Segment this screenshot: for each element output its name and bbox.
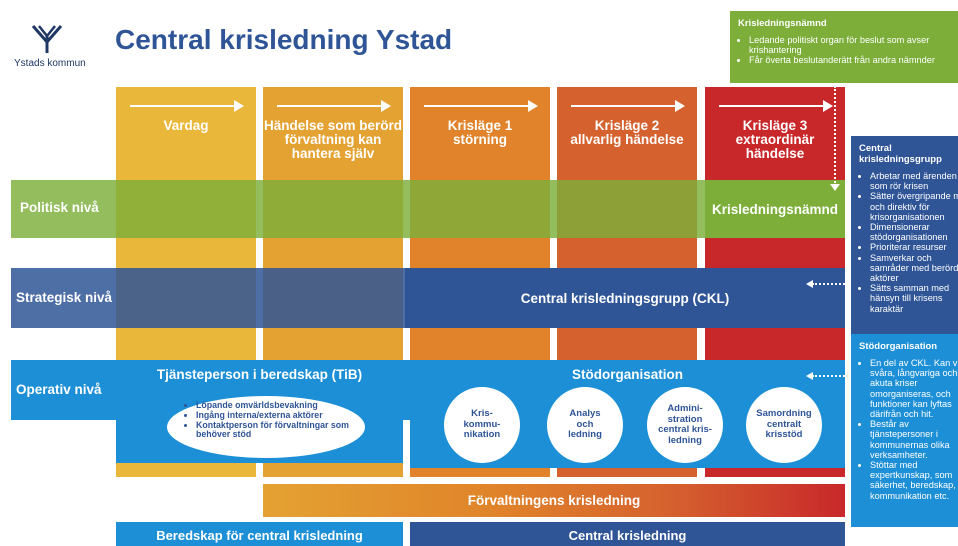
- ckl-box: Central krisledningsgrupp (CKL): [405, 268, 845, 328]
- panel-list: En del av CKL. Kan vid svåra, långvariga…: [859, 358, 958, 501]
- krisledningsnamnd-box: Krisledningsnämnd: [705, 180, 845, 238]
- column-label: Krisläge 2 allvarlig händelse: [570, 118, 684, 147]
- panel-item: Prioriterar resurser: [870, 242, 958, 252]
- panel-ckl: Central krisledningsgrupp Arbetar med är…: [851, 136, 958, 334]
- arrow-left-dotted-icon: [806, 280, 848, 288]
- logo-text: Ystads kommun: [14, 58, 86, 69]
- tib-item: Ingång interna/externa aktörer: [196, 410, 354, 421]
- circle-kriskommunikation: Kris- kommu- nikation: [444, 387, 520, 463]
- panel-item: Sätter övergripande mål och direktiv för…: [870, 191, 958, 222]
- panel-list: Arbetar med ärenden som rör krisen Sätte…: [859, 171, 958, 314]
- page-title: Central krisledning Ystad: [115, 24, 453, 55]
- operativ-level-label: Operativ nivå: [16, 382, 102, 397]
- arrow-right-icon: [571, 100, 685, 112]
- tib-item: Kontaktperson för förvaltningar som behö…: [196, 420, 354, 441]
- circle-administration: Admini- stration central kris- ledning: [647, 387, 723, 463]
- panel-item: Ledande politiskt organ för beslut som a…: [749, 35, 950, 55]
- panel-title: Stödorganisation: [859, 341, 938, 352]
- ystad-logo-icon: [31, 25, 63, 53]
- central-krisledning-label: Central krisledning: [568, 528, 687, 543]
- panel-title: Krisledningsnämnd: [738, 18, 827, 29]
- panel-stodorganisation: Stödorganisation En del av CKL. Kan vid …: [851, 334, 958, 527]
- panel-item: Består av tjänstepersoner i kommunernas …: [870, 419, 958, 460]
- tib-ellipse: [167, 396, 365, 458]
- arrow-right-icon: [719, 100, 833, 112]
- column-label: Krisläge 1 störning: [447, 118, 513, 147]
- tib-item: Löpande omvärldsbevakning: [196, 400, 354, 411]
- column-label: Vardag: [163, 118, 209, 133]
- tib-list: Löpande omvärldsbevakning Ingång interna…: [186, 400, 354, 441]
- column-label: Krisläge 3 extraordinär händelse: [735, 118, 815, 161]
- arrow-left-dotted-icon: [806, 372, 848, 380]
- arrow-right-icon: [130, 100, 244, 112]
- stodorganisation-title: Stödorganisation: [572, 367, 683, 382]
- panel-item: En del av CKL. Kan vid svåra, långvariga…: [870, 358, 958, 419]
- circle-samordning: Samordning centralt krisstöd: [746, 387, 822, 463]
- arrow-down-icon: [830, 184, 840, 191]
- forvaltningens-krisledning-bar: Förvaltningens krisledning: [263, 484, 845, 517]
- panel-item: Arbetar med ärenden som rör krisen: [870, 171, 958, 191]
- dotted-connector: [834, 86, 836, 186]
- circle-analys-och-ledning: Analys och ledning: [547, 387, 623, 463]
- tib-title: Tjänsteperson i beredskap (TiB): [156, 367, 363, 382]
- arrow-right-icon: [277, 100, 391, 112]
- panel-list: Ledande politiskt organ för beslut som a…: [738, 35, 950, 65]
- ckl-label: Central krisledningsgrupp (CKL): [520, 290, 730, 306]
- arrow-right-icon: [424, 100, 538, 112]
- krisledningsnamnd-label: Krisledningsnämnd: [711, 201, 838, 217]
- central-krisledning-bar: Central krisledning: [410, 522, 845, 546]
- politisk-level-label: Politisk nivå: [20, 200, 99, 215]
- beredskap-label: Beredskap för central krisledning: [156, 528, 363, 543]
- strategisk-level-label: Strategisk nivå: [16, 290, 113, 305]
- beredskap-bar: Beredskap för central krisledning: [116, 522, 403, 546]
- panel-item: Sätts samman med hänsyn till krisens kar…: [870, 283, 958, 314]
- panel-item: Samverkar och samråder med berörda aktör…: [870, 253, 958, 284]
- column-label: Händelse som berörd förvaltning kan hant…: [263, 118, 403, 161]
- panel-krisledningsnamnd: Krisledningsnämnd Ledande politiskt orga…: [730, 11, 958, 83]
- forvaltningens-label: Förvaltningens krisledning: [467, 493, 641, 508]
- ystad-logo: Ystads kommun: [14, 24, 94, 74]
- panel-item: Dimensionerar stödorganisationen: [870, 222, 958, 242]
- panel-item: Får överta beslutanderätt från andra näm…: [749, 55, 950, 65]
- panel-item: Stöttar med expertkunskap, som säkerhet,…: [870, 460, 958, 501]
- panel-title: Central krisledningsgrupp: [859, 143, 942, 165]
